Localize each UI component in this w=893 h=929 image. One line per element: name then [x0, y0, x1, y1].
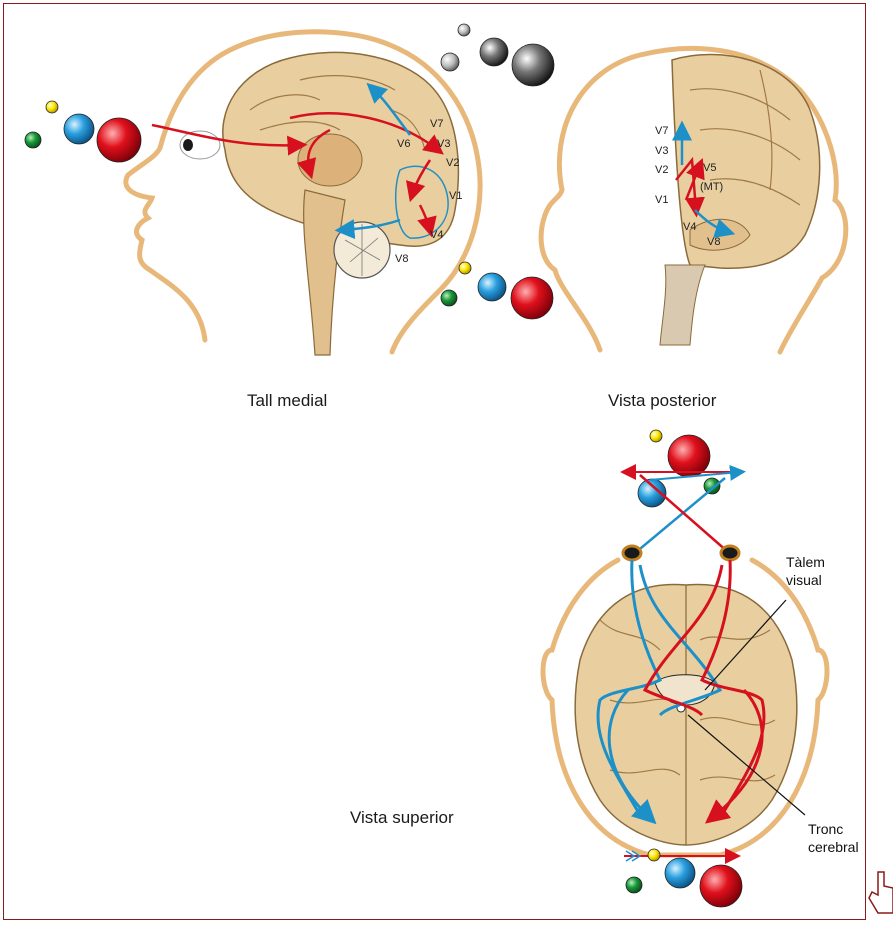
posterior-label-v2: V2: [655, 164, 668, 176]
posterior-label-v5: V5: [703, 162, 716, 174]
red-ball: [668, 435, 710, 477]
superior-right-eye: [721, 546, 739, 560]
tronc-label-line1: Tronc: [808, 821, 843, 837]
medial-label-v8: V8: [395, 253, 408, 265]
red-ball: [97, 118, 141, 162]
medial-label-v6: V6: [397, 138, 410, 150]
medial-pupil: [183, 139, 193, 151]
tronc-label-line2: cerebral: [808, 839, 859, 855]
posterior-label-v4: V4: [683, 221, 696, 233]
stimulus-balls-top: [638, 430, 720, 507]
medial-view: V7 V6 V3 V2 V1 V4 V8: [126, 32, 480, 355]
medial-label-v3: V3: [437, 138, 450, 150]
yellow-ball: [650, 430, 662, 442]
posterior-label-mt: (MT): [700, 181, 723, 193]
medial-label-v1: V1: [449, 190, 462, 202]
posterior-view: V7 V3 V2 V5 (MT) V1 V4 V8: [541, 48, 846, 352]
yellow-ball: [46, 101, 58, 113]
caption-medial: Tall medial: [247, 391, 327, 411]
talem-label-line1: Tàlem: [786, 554, 825, 570]
blue-ball: [64, 114, 94, 144]
green-ball: [626, 877, 642, 893]
talem-label-line2: visual: [786, 572, 822, 588]
superior-left-eye: [623, 546, 641, 560]
blue-ball: [478, 273, 506, 301]
gray-ball-large: [480, 38, 508, 66]
gray-ball-small: [458, 24, 470, 36]
caption-superior: Vista superior: [350, 808, 454, 828]
green-ball: [25, 132, 41, 148]
green-ball: [704, 478, 720, 494]
green-ball: [441, 290, 457, 306]
red-ball: [511, 277, 553, 319]
medial-brainstem: [304, 190, 345, 355]
yellow-ball: [459, 262, 471, 274]
posterior-label-v8: V8: [707, 236, 720, 248]
red-ball: [700, 865, 742, 907]
caption-posterior: Vista posterior: [608, 391, 716, 411]
posterior-brainstem: [660, 265, 705, 345]
stimulus-balls-gray: [441, 24, 554, 86]
hand-pointer-icon[interactable]: [869, 872, 893, 913]
posterior-label-v7: V7: [655, 125, 668, 137]
gray-ball-medium: [441, 53, 459, 71]
medial-label-v7: V7: [430, 118, 443, 130]
yellow-ball: [648, 849, 660, 861]
blue-ball: [665, 858, 695, 888]
superior-view: [543, 546, 827, 855]
stimulus-balls-bottom: [624, 849, 742, 907]
medial-label-v2: V2: [446, 157, 459, 169]
stimulus-balls-left: [25, 101, 141, 162]
posterior-label-v1: V1: [655, 194, 668, 206]
gray-ball-xlarge: [512, 44, 554, 86]
posterior-label-v3: V3: [655, 145, 668, 157]
medial-label-v4: V4: [430, 229, 443, 241]
